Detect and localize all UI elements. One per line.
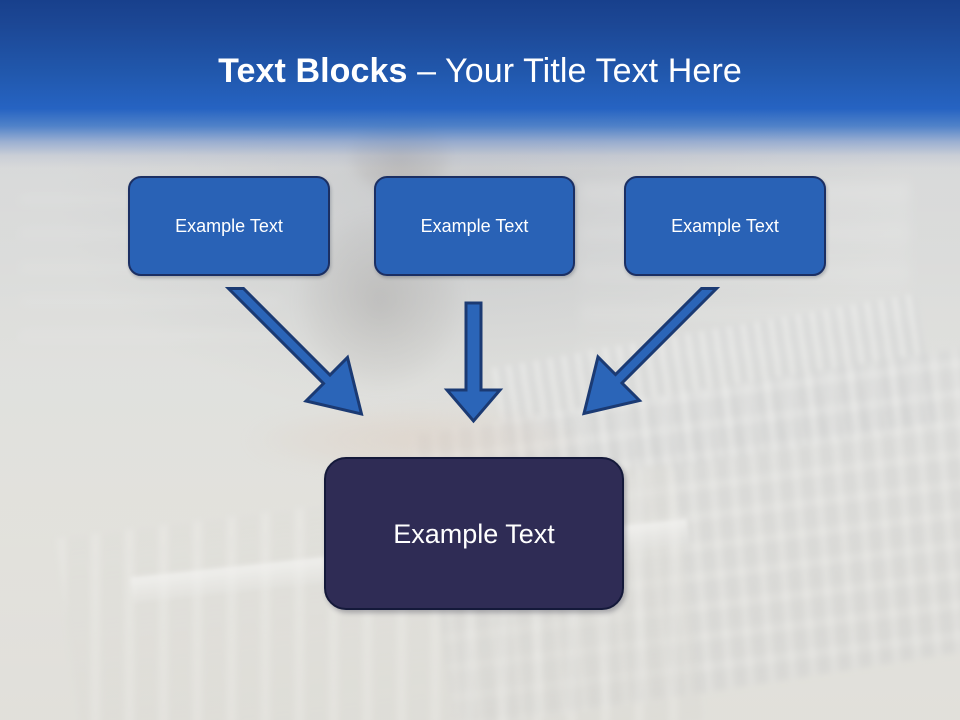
text-block-3-label: Example Text: [671, 216, 779, 236]
result-text-block[interactable]: Example Text: [324, 457, 624, 610]
text-block-3[interactable]: Example Text: [624, 176, 826, 276]
text-block-1-label: Example Text: [175, 216, 283, 236]
page-title-bold: Text Blocks: [218, 52, 408, 90]
text-block-2[interactable]: Example Text: [374, 176, 575, 276]
header-band: [0, 0, 960, 175]
text-block-2-label: Example Text: [420, 216, 529, 236]
page-title-separator: –: [407, 52, 446, 90]
text-block-1[interactable]: Example Text: [128, 176, 330, 276]
page-title-light: Your Title Text Here: [445, 52, 742, 90]
page-title: Text Blocks – Your Title Text Here: [0, 50, 960, 92]
result-text-block-label: Example Text: [393, 518, 555, 549]
